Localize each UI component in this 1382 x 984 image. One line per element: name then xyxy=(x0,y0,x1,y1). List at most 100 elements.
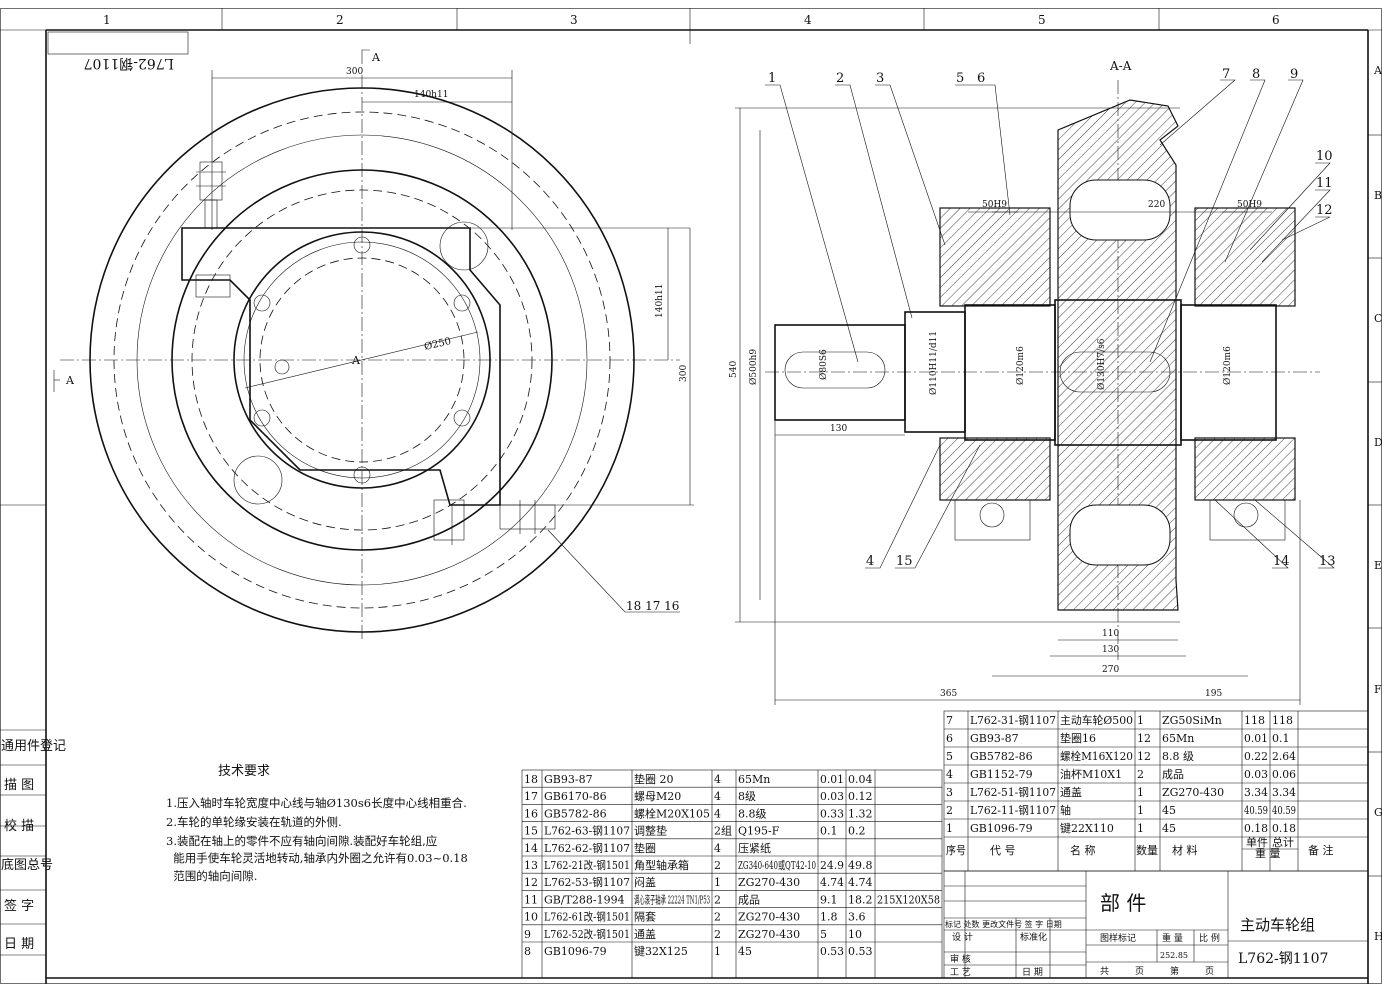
zone-row-labels: A B C D E F G H xyxy=(1373,64,1382,943)
title-scale-label: 比 例 xyxy=(1199,932,1220,944)
parts-left-no: 15 xyxy=(524,825,538,838)
parts-left-mat: ZG270-430 xyxy=(738,911,800,924)
parts-left-unit: 4.74 xyxy=(820,876,844,889)
parts-left-no: 13 xyxy=(524,859,538,872)
parts-left-name: 调整垫 xyxy=(634,824,667,838)
balloon-5: 5 xyxy=(956,71,964,86)
side-stamp: 通用件登记 描 图 校 描 底图总号 签 字 日 期 xyxy=(0,729,66,956)
parts-left-code: GB1096-79 xyxy=(544,945,607,958)
zone-row-a: A xyxy=(1373,64,1382,77)
zone-row-d: D xyxy=(1374,436,1382,449)
dim-365: 365 xyxy=(940,689,957,699)
parts-left-no: 14 xyxy=(524,842,538,855)
zone-row-f: F xyxy=(1374,683,1382,696)
left-end-view: A A Ø250 A 300 140h11 140h11 300 18 17 1… xyxy=(53,49,694,640)
parts-header-code: 代 号 xyxy=(990,844,1016,857)
parts-right-name: 螺栓M16X120 xyxy=(1060,749,1133,763)
parts-right-mat: 8.8 级 xyxy=(1162,750,1194,763)
title-stage: 图样标记 xyxy=(1100,932,1136,944)
balloon-12: 12 xyxy=(1316,203,1333,218)
tech-line-2: 2.车轮的单轮缘安装在轨道的外侧. xyxy=(166,815,342,829)
dim-130-shaft: 130 xyxy=(830,424,847,434)
parts-left-no: 10 xyxy=(524,911,538,924)
parts-right-name: 轴 xyxy=(1060,803,1071,817)
parts-right-no: 7 xyxy=(946,714,953,727)
parts-left-mat: 65Mn xyxy=(738,773,770,786)
title-sheets: 共 xyxy=(1100,966,1109,977)
parts-left-qty: 2 xyxy=(714,928,721,941)
dim-130h7s6: Ø130H7/s6 xyxy=(1096,338,1107,390)
parts-right-unit: 0.01 xyxy=(1244,732,1268,745)
center-a-label: A xyxy=(351,354,361,367)
parts-header-note: 备 注 xyxy=(1308,843,1334,857)
parts-left-name: 隔套 xyxy=(634,911,656,924)
parts-header-total: 总计 xyxy=(1272,835,1294,849)
zone-col-5: 5 xyxy=(1038,13,1046,27)
stamp-general: 通用件登记 xyxy=(1,739,66,754)
parts-right-no: 2 xyxy=(946,804,953,817)
parts-right-mat: 45 xyxy=(1162,804,1176,817)
parts-right-mat: 成品 xyxy=(1162,768,1184,781)
parts-right-mat: 45 xyxy=(1162,822,1176,835)
parts-right-unit: 0.03 xyxy=(1244,768,1268,781)
stamp-base-no: 底图总号 xyxy=(1,857,53,873)
title-sheet-unit: 页 xyxy=(1135,966,1144,977)
parts-left-no: 9 xyxy=(524,928,531,941)
parts-left-total: 18.2 xyxy=(848,893,873,906)
parts-right-name: 油杯M10X1 xyxy=(1060,767,1122,781)
section-mark-left: A xyxy=(65,374,75,387)
parts-left-qty: 2 xyxy=(714,859,721,872)
title-review: 审 核 xyxy=(950,953,971,965)
tech-title: 技术要求 xyxy=(218,764,270,779)
bearing-housing-right-top xyxy=(1194,207,1296,307)
title-sheet-unit2: 页 xyxy=(1205,966,1214,977)
parts-left-unit: 5 xyxy=(820,928,827,941)
bearing-housing-right-bottom xyxy=(1194,437,1296,501)
parts-right-code: L762-11-钢1107 xyxy=(970,804,1056,817)
parts-left-no: 11 xyxy=(524,893,538,906)
parts-left-unit: 0.01 xyxy=(820,773,844,786)
parts-left-code: GB/T288-1994 xyxy=(544,893,625,906)
balloon-10: 10 xyxy=(1316,149,1333,164)
dim-270: 270 xyxy=(1102,665,1119,675)
parts-header-no: 序号 xyxy=(946,843,966,857)
title-standard: 标准化 xyxy=(1020,931,1047,943)
balloon-6: 6 xyxy=(977,71,985,86)
dim-195: 195 xyxy=(1205,689,1222,699)
title-process: 工 艺 xyxy=(950,967,971,978)
parts-right-no: 6 xyxy=(946,732,953,745)
parts-right-name: 通盖 xyxy=(1060,785,1082,799)
parts-right-code: GB93-87 xyxy=(970,732,1019,745)
title-number: L762-钢1107 xyxy=(1238,951,1328,967)
parts-left-unit: 1.8 xyxy=(820,911,838,924)
balloon-13: 13 xyxy=(1319,554,1336,569)
parts-right-no: 1 xyxy=(946,822,953,835)
parts-left-code: GB93-87 xyxy=(544,773,593,786)
balloon-7: 7 xyxy=(1222,67,1230,82)
parts-right-code: GB1152-79 xyxy=(970,768,1033,781)
parts-header-name: 名 称 xyxy=(1070,843,1096,857)
parts-left-unit: 9.1 xyxy=(820,893,838,906)
dim-120m6-left: Ø120m6 xyxy=(1015,346,1026,385)
parts-left-name: 调心滚子轴承 22224 TN1/P53 xyxy=(634,892,710,906)
title-sheet-no: 第 xyxy=(1170,965,1179,977)
parts-left-total: 3.6 xyxy=(848,911,866,924)
drawing-number-text: L762-钢1107 xyxy=(84,55,174,71)
parts-left-name: 键32X125 xyxy=(634,944,688,958)
parts-left-total: 4.74 xyxy=(848,876,873,889)
parts-left-qty: 1 xyxy=(714,945,721,958)
parts-left-code: L762-61改-钢1501 xyxy=(544,910,630,924)
parts-left-name: 螺栓M20X105 xyxy=(634,806,710,820)
parts-left-code: L762-62-钢1107 xyxy=(544,842,630,855)
title-name: 主动车轮组 xyxy=(1240,916,1315,934)
zone-col-2: 2 xyxy=(336,13,344,27)
drawing-number-stamp: L762-钢1107 xyxy=(47,31,189,71)
callout-18-17-16: 18 17 16 xyxy=(626,599,679,613)
balloon-2: 2 xyxy=(836,71,844,86)
tech-line-3: 3.装配在轴上的零件不应有轴向间隙.装配好车轮组,应 xyxy=(166,834,437,848)
section-mark-top: A xyxy=(371,51,381,64)
balloon-8: 8 xyxy=(1252,67,1260,82)
parts-right-name: 垫圈16 xyxy=(1060,731,1096,745)
